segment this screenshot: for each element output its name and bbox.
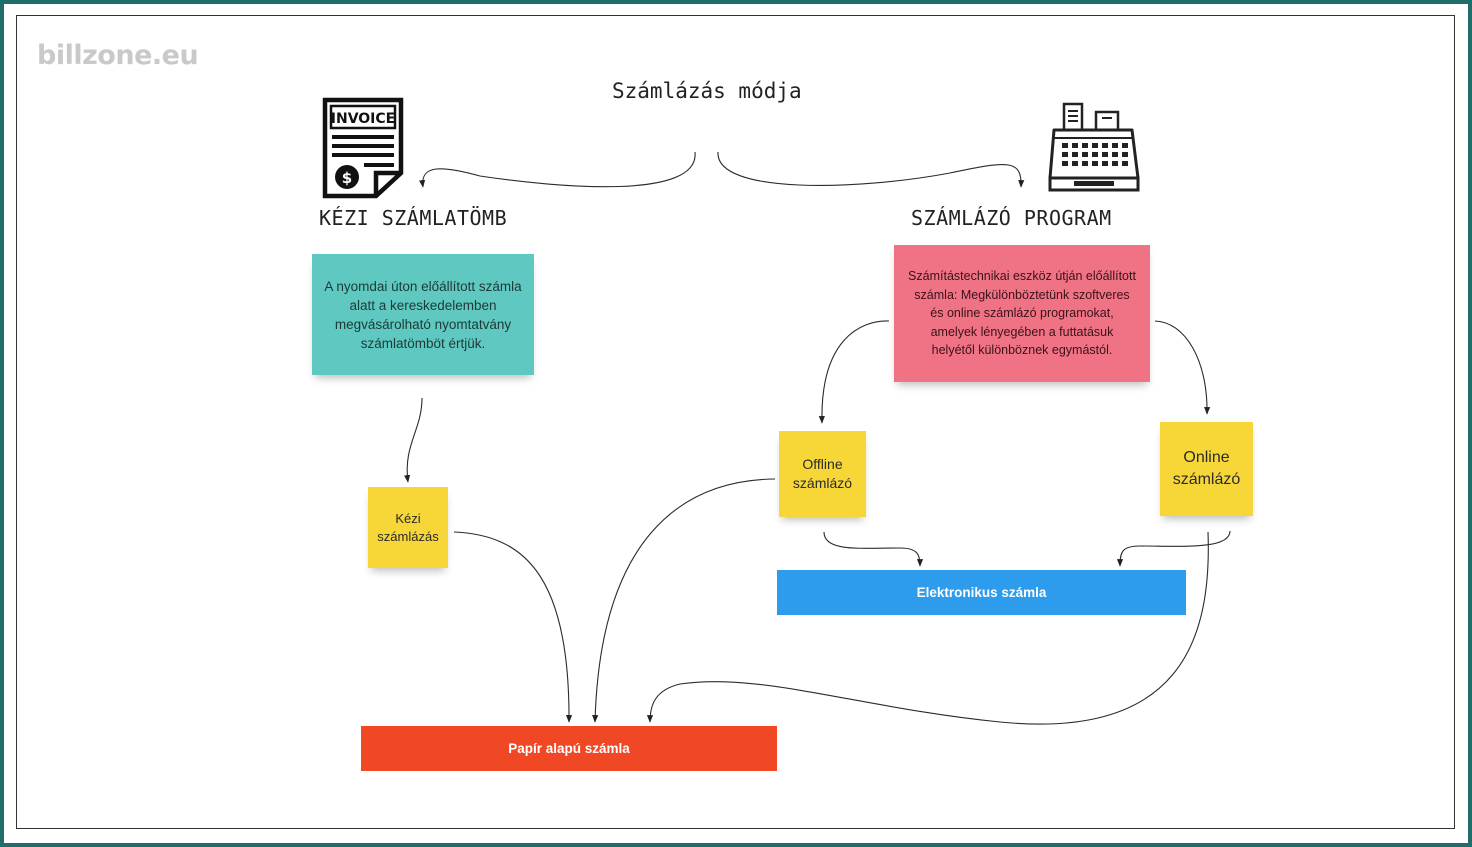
electronic-invoice-bar: Elektronikus számla [777, 570, 1186, 615]
manual-description-note: A nyomdai úton előállított számla alatt … [312, 254, 534, 375]
cash-register-icon [1048, 102, 1140, 192]
program-description-text: Számítástechnikai eszköz útján előállíto… [908, 269, 1136, 358]
manual-invoice-heading: KÉZI SZÁMLATÖMB [319, 206, 508, 230]
arrow-pink-to-online [1154, 320, 1211, 415]
dollar-symbol: $ [342, 169, 352, 187]
manual-description-text: A nyomdai úton előállított számla alatt … [324, 278, 522, 351]
paper-invoice-label: Papír alapú számla [508, 741, 630, 756]
paper-invoice-bar: Papír alapú számla [361, 726, 777, 771]
invoice-icon-label: INVOICE [331, 111, 395, 127]
offline-invoicing-sticky: Offline számlázó [779, 431, 866, 517]
arrow-online-to-electronic [1116, 530, 1231, 567]
program-description-note: Számítástechnikai eszköz útján előállíto… [894, 245, 1150, 382]
arrow-pink-to-offline [818, 320, 890, 424]
arrow-teal-to-kezi [404, 397, 423, 483]
arrow-title-to-manual [419, 151, 696, 188]
invoicing-program-heading: SZÁMLÁZÓ PROGRAM [911, 206, 1112, 230]
arrow-kezi-to-paper [453, 531, 573, 723]
arrow-offline-to-electronic [823, 531, 924, 567]
online-invoicing-label: Online számlázó [1172, 449, 1241, 488]
manual-invoicing-sticky: Kézi számlázás [368, 487, 448, 568]
electronic-invoice-label: Elektronikus számla [916, 585, 1047, 600]
online-invoicing-sticky: Online számlázó [1160, 422, 1253, 516]
diagram-title: Számlázás módja [612, 79, 802, 103]
invoice-icon: INVOICE $ [322, 97, 404, 199]
offline-invoicing-label: Offline számlázó [792, 456, 853, 491]
manual-invoicing-label: Kézi számlázás [377, 510, 439, 544]
arrow-title-to-program [717, 151, 1025, 188]
billzone-logo: billzone.eu [37, 40, 199, 71]
arrow-offline-to-paper [592, 478, 776, 723]
arrow-online-to-paper [646, 531, 1209, 725]
